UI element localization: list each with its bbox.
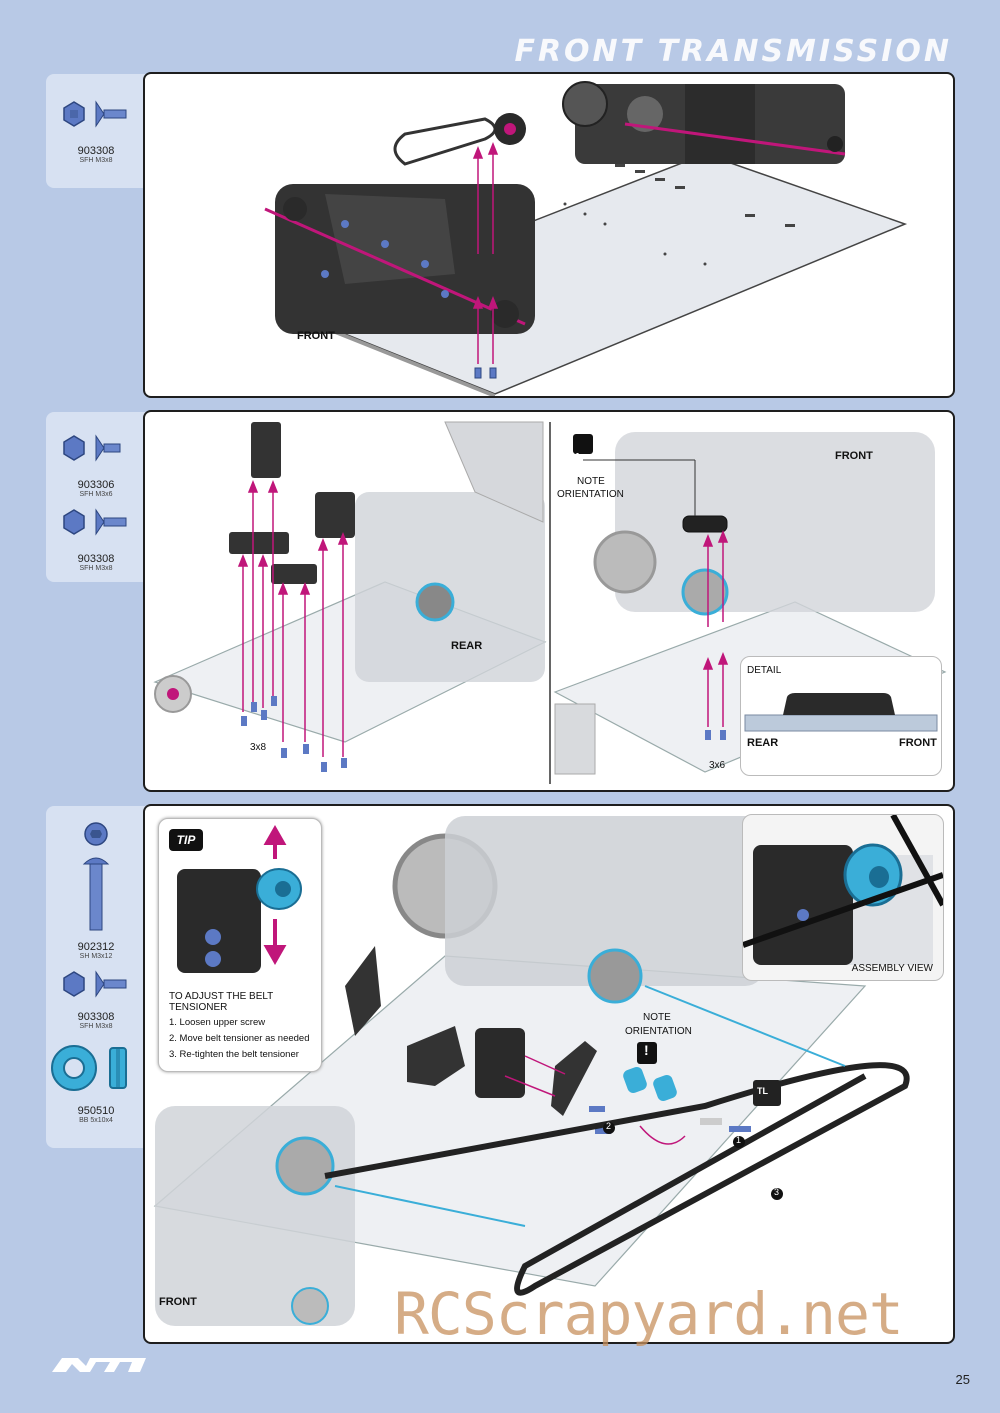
part-spec: SFH M3x8 <box>79 565 113 572</box>
rear-label: REAR <box>451 640 483 652</box>
belt-tensioner-assembly-drawing <box>153 816 910 1326</box>
part-903308: 903308 SFH M3x8 <box>46 970 146 1030</box>
part-number: 903306 <box>77 479 115 491</box>
note-label: NOTE <box>643 1012 671 1023</box>
watermark: RCScrapyard.net <box>394 1280 904 1348</box>
tip-step-3: 3. Re-tighten the belt tensioner <box>169 1049 299 1060</box>
flat-head-screw-icon <box>63 508 127 536</box>
part-950510: 950510 BB 5x10x4 <box>46 1042 146 1124</box>
tip-step-1: 1. Loosen upper screw <box>169 1017 266 1028</box>
tip-steps: 1. Loosen upper screw 2. Move belt tensi… <box>169 1015 309 1063</box>
part-spec: SFH M3x8 <box>79 157 113 164</box>
detail-drawing <box>744 693 938 732</box>
callout-3: 3 <box>774 1187 780 1197</box>
belt-tensioner-tip-drawing <box>177 824 302 973</box>
part-spec: SH M3x12 <box>79 953 113 960</box>
tip-box: TIP TO ADJUST THE BELT TENSIONER 1. Loos… <box>158 818 322 1072</box>
tip-title: TO ADJUST THE BELT TENSIONER <box>169 991 274 1013</box>
front-label: FRONT <box>835 450 873 462</box>
tip-badge: TIP <box>169 829 203 851</box>
note-exclamation-icon: ! <box>644 1042 649 1058</box>
orientation-label: ORIENTATION <box>625 1026 692 1037</box>
front-label: FRONT <box>297 330 335 342</box>
step3-parts-tab: 902312 SH M3x12 903308 SFH M3x8 950510 B… <box>46 806 146 1148</box>
flat-head-screw-icon <box>63 970 127 998</box>
front-label: FRONT <box>159 1296 197 1308</box>
step2-parts-tab: 903306 SFH M3x6 903308 SFH M3x8 <box>46 412 146 582</box>
part-spec: SFH M3x8 <box>79 1023 113 1030</box>
detail-front-label: FRONT <box>899 737 937 749</box>
part-number: 903308 <box>77 553 115 565</box>
detail-title: DETAIL <box>747 665 782 676</box>
assembly-view-box: ASSEMBLY VIEW <box>742 814 944 981</box>
callout-1: 1 <box>736 1135 742 1145</box>
threadlock-icon: TL <box>757 1086 768 1096</box>
assembly-view-drawing <box>743 815 943 965</box>
flat-head-screw-icon <box>63 100 127 128</box>
note-exclamation-icon: ! <box>575 450 580 467</box>
part-902312: 902312 SH M3x12 <box>46 820 146 960</box>
front-transmission-assembly-drawing <box>264 81 908 396</box>
callout-2: 2 <box>606 1121 612 1131</box>
part-number: 902312 <box>77 941 115 953</box>
detail-box: DETAIL REAR FRONT <box>740 656 942 776</box>
part-903308: 903308 SFH M3x8 <box>46 98 146 164</box>
flat-head-screw-icon <box>63 434 121 462</box>
nt1-logo-icon <box>52 1358 146 1372</box>
detail-rear-label: REAR <box>747 737 779 749</box>
assembly-view-label: ASSEMBLY VIEW <box>851 963 933 974</box>
socket-head-screw-icon <box>82 822 110 931</box>
part-number: 950510 <box>77 1105 115 1117</box>
qty-3x6-label: 3x6 <box>709 760 726 771</box>
part-spec: SFH M3x6 <box>79 491 113 498</box>
ball-bearing-icon <box>51 1045 127 1091</box>
part-903306: 903306 SFH M3x6 <box>46 432 146 498</box>
step1-panel: FRONT <box>143 72 955 398</box>
bulkhead-assembly-drawing <box>153 421 947 784</box>
part-spec: BB 5x10x4 <box>79 1117 113 1124</box>
qty-3x8-label: 3x8 <box>250 742 267 753</box>
page-number: 25 <box>955 1372 970 1387</box>
part-number: 903308 <box>77 1011 115 1023</box>
step2-panel: REAR 3x8 FRONT NOTE ORIENTATION 3x6 <box>143 410 955 792</box>
note-label: NOTE <box>577 476 605 487</box>
page-title: FRONT TRANSMISSION <box>514 34 952 69</box>
step1-parts-tab: 903308 SFH M3x8 <box>46 74 146 188</box>
tip-step-2: 2. Move belt tensioner as needed <box>169 1033 310 1044</box>
part-number: 903308 <box>77 145 115 157</box>
orientation-label: ORIENTATION <box>557 489 624 500</box>
part-903308: 903308 SFH M3x8 <box>46 506 146 572</box>
